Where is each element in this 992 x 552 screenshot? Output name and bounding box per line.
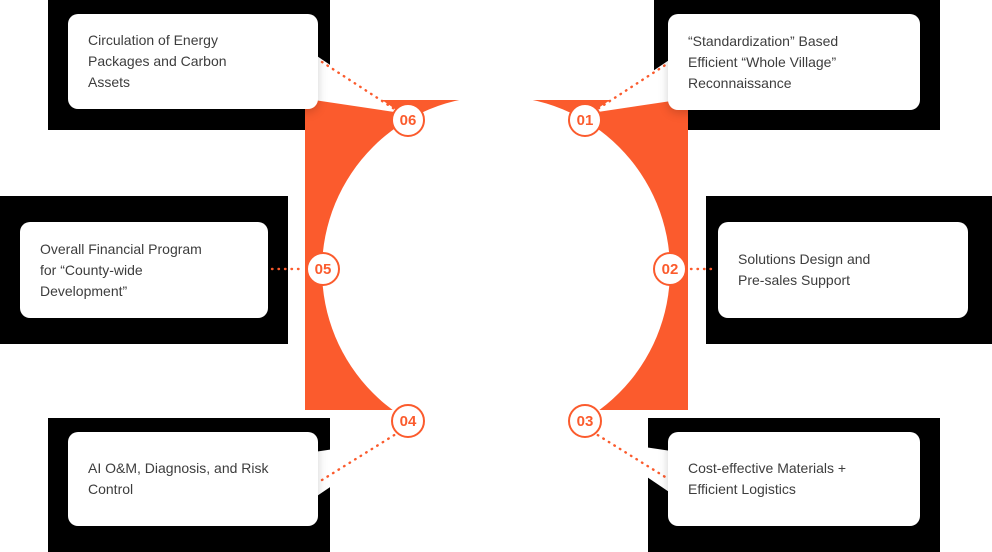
step-number: 02 xyxy=(661,260,679,278)
step-number: 05 xyxy=(314,260,332,278)
step-number: 04 xyxy=(399,412,417,430)
step-badge-06: 06 xyxy=(391,103,425,137)
card-circulation-energy: Circulation of Energy Packages and Carbo… xyxy=(68,14,318,109)
card-solutions-design: Solutions Design and Pre-sales Support xyxy=(718,222,968,318)
step-number: 01 xyxy=(576,111,594,129)
card-label: Solutions Design and Pre-sales Support xyxy=(738,251,871,288)
step-badge-02: 02 xyxy=(653,252,687,286)
card-label: “Standardization” Based Efficient “Whole… xyxy=(688,32,839,91)
card-financial-program: Overall Financial Program for “County-wi… xyxy=(20,222,268,318)
step-number: 06 xyxy=(399,111,417,129)
card-label: Cost-effective Materials + Efficient Log… xyxy=(688,460,847,497)
card-ai-om-risk: AI O&M, Diagnosis, and Risk Control xyxy=(68,432,318,526)
step-number: 03 xyxy=(576,412,594,430)
step-badge-03: 03 xyxy=(568,404,602,438)
step-badge-05: 05 xyxy=(306,252,340,286)
card-label: AI O&M, Diagnosis, and Risk Control xyxy=(88,460,269,497)
center-circle xyxy=(322,96,670,444)
card-standardization: “Standardization” Based Efficient “Whole… xyxy=(668,14,920,110)
card-materials-logistics: Cost-effective Materials + Efficient Log… xyxy=(668,432,920,526)
dotted-connector-04 xyxy=(320,432,398,482)
step-badge-04: 04 xyxy=(391,404,425,438)
step-badge-01: 01 xyxy=(568,103,602,137)
card-label: Circulation of Energy Packages and Carbo… xyxy=(88,32,227,90)
card-label: Overall Financial Program for “County-wi… xyxy=(40,240,202,299)
